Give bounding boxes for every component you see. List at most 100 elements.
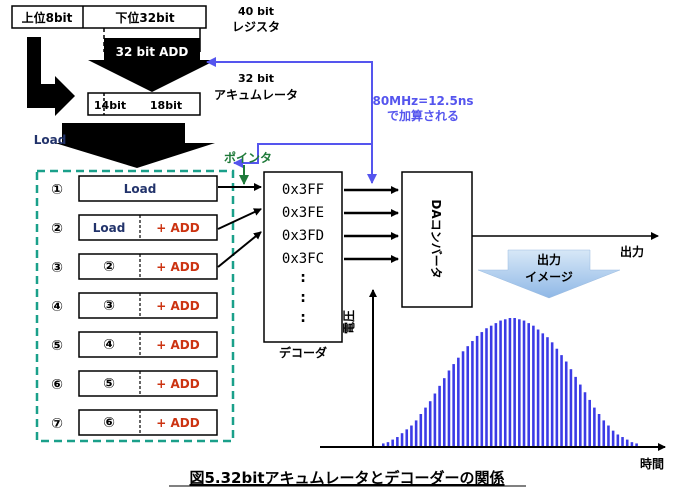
accumulator-left-label: 14bit	[94, 99, 126, 112]
graph-bar	[494, 323, 498, 446]
graph-bar	[414, 420, 418, 446]
decoder-address: 0x3FE	[282, 205, 324, 221]
register-upper-label: 上位8bit	[22, 10, 73, 25]
decoder-dots: :	[300, 310, 306, 326]
stage-number: ⑦	[51, 416, 63, 432]
graph-bar	[522, 320, 526, 446]
decoder-box	[263, 171, 343, 343]
graph-bar	[400, 433, 404, 446]
stage-number: ④	[51, 299, 63, 315]
graph-x-label: 時間	[640, 456, 664, 471]
stage-left-label: ④	[103, 337, 115, 353]
stage-box	[78, 409, 218, 436]
dac-label: DAコンバータ	[429, 199, 443, 278]
output-image-arrow	[477, 249, 621, 299]
graph-bar	[452, 364, 455, 446]
register-size-label: 40 bit	[238, 5, 274, 18]
graph-bar	[625, 439, 629, 446]
graph-bar	[564, 361, 568, 446]
adder-arrow	[88, 38, 216, 92]
graph-bar	[433, 393, 437, 446]
stage-right-label: + ADD	[156, 299, 199, 313]
output-image-line1: 出力	[537, 252, 561, 267]
decoder-address: 0x3FD	[282, 228, 324, 244]
stage-left-label: ②	[103, 259, 115, 275]
graph-bar	[536, 329, 540, 446]
graph-bar	[391, 439, 394, 446]
graph-bar	[419, 414, 423, 446]
graph-bar	[616, 434, 620, 446]
graph-bar	[574, 376, 577, 446]
stage-center-label: Load	[124, 182, 157, 196]
graph-bar	[527, 323, 530, 446]
clock-feedback-lines	[206, 57, 377, 184]
stage-box	[78, 292, 218, 319]
graph-bar	[424, 407, 427, 446]
stage-row: ⑦ ⑥ + ADD	[51, 409, 218, 436]
stage-number: ②	[51, 221, 63, 237]
upper-bits-arrow	[27, 37, 75, 116]
graph-bar	[499, 320, 502, 446]
stage-number: ⑤	[51, 338, 63, 354]
graph-bar	[541, 333, 545, 446]
register-lower-label: 下位32bit	[115, 10, 174, 25]
graph-bar	[508, 318, 512, 446]
graph-bar	[560, 355, 563, 446]
stage-box	[78, 370, 218, 397]
graph-bar	[475, 335, 479, 446]
accumulator-name-label: アキュムレータ	[214, 88, 298, 102]
graph-bar	[461, 351, 465, 446]
stage-left-label: ⑤	[103, 376, 115, 392]
graph-bar	[546, 337, 549, 446]
graph-bar	[480, 332, 484, 446]
stage-right-label: + ADD	[156, 377, 199, 391]
graph-bar	[438, 385, 441, 446]
decoder-dots: :	[300, 270, 306, 286]
stage-box	[78, 175, 218, 202]
clock-note-line2: で加算される	[387, 108, 459, 123]
accumulator-size-label: 32 bit	[238, 72, 274, 85]
graph-bar	[447, 370, 451, 446]
stage-right-label: + ADD	[156, 416, 199, 430]
graph-bar	[579, 384, 582, 446]
graph-bar	[410, 425, 413, 446]
graph-bar	[635, 443, 638, 446]
stage-row: ⑥ ⑤ + ADD	[51, 370, 218, 397]
stage-number: ⑥	[51, 377, 63, 393]
graph-bar	[611, 430, 615, 446]
stage-row: ④ ③ + ADD	[51, 292, 218, 319]
figure-caption: 図5.32bitアキュムレータとデコーダーの関係	[189, 469, 504, 487]
load-label: Load	[34, 133, 67, 147]
clock-note-line1: 80MHz=12.5ns	[372, 94, 473, 108]
register-name-label: レジスタ	[232, 20, 280, 34]
graph-bar	[442, 378, 446, 446]
graph-bar	[466, 346, 470, 446]
decoder-to-dac-arrows	[344, 186, 399, 263]
graph-bar	[550, 342, 554, 446]
stage-box	[78, 253, 218, 280]
accumulator-32bit: 14bit 18bit	[87, 92, 201, 116]
graph-bar	[532, 325, 535, 446]
stage-right-label: + ADD	[156, 221, 199, 235]
graph-bar	[588, 399, 591, 446]
decoder-label: デコーダ	[279, 345, 327, 360]
output-label: 出力	[620, 244, 644, 259]
stage-left-label: ③	[103, 298, 115, 314]
accumulator-right-label: 18bit	[150, 99, 182, 112]
graph-bar	[428, 401, 432, 446]
dac-box	[401, 171, 473, 308]
graph-bars	[382, 318, 638, 446]
decoder-address: 0x3FC	[282, 251, 324, 267]
graph-bar	[382, 443, 385, 446]
register-40bit: 上位8bit 下位32bit	[11, 5, 207, 52]
stage-to-decoder-arrows	[217, 183, 262, 268]
graph-bar	[583, 392, 587, 446]
graph-y-label: 電圧	[342, 310, 356, 334]
graph-bar	[386, 442, 390, 446]
stage-left-label: ⑥	[103, 415, 115, 431]
